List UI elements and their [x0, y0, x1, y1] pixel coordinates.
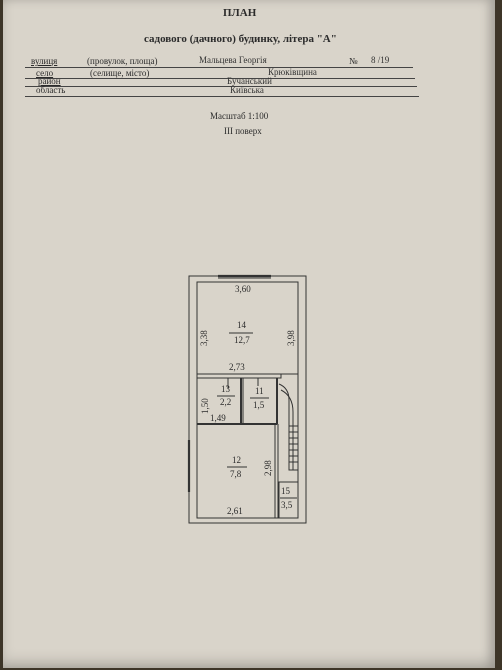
dim-room14-left: 3,38 [199, 330, 209, 346]
village-types: (селище, місто) [90, 68, 150, 78]
district-value: Бучанський [227, 76, 272, 86]
inner-wall-line [196, 281, 299, 519]
room-15-id: 15 [281, 486, 291, 496]
dim-room12-right: 2,98 [263, 460, 273, 476]
room-12-id: 12 [232, 455, 241, 465]
room-15-outline [278, 481, 299, 519]
street-value: Мальцева Георгія [199, 55, 267, 65]
dim-room14-right: 3,98 [286, 330, 296, 346]
dim-mid-width: 2,73 [229, 362, 245, 372]
district-label: район [38, 76, 61, 86]
room-15-area: 3,5 [281, 500, 293, 510]
dim-room13-width: 1,49 [210, 413, 226, 423]
document-subtitle: садового (дачного) будинку, літера "А" [144, 33, 337, 45]
partition-14 [196, 373, 282, 379]
number-value: 8 /19 [371, 55, 390, 65]
number-label: № [349, 56, 358, 66]
room-12-area: 7,8 [230, 469, 242, 479]
region-underline [25, 96, 419, 97]
dim-top-width: 3,60 [235, 284, 251, 294]
district-underline [25, 86, 417, 87]
document-title: ПЛАН [223, 7, 257, 19]
dim-bottom-width: 2,61 [227, 506, 243, 516]
plan-sheet: ПЛАН садового (дачного) будинку, літера … [3, 0, 495, 668]
room-11-area: 1,5 [253, 400, 265, 410]
village-label: село [36, 68, 54, 78]
region-label: область [36, 85, 66, 95]
dim-room13-height: 1,50 [200, 398, 210, 414]
village-value: Крюківщина [268, 67, 317, 77]
room-13-id: 13 [221, 384, 231, 394]
room-14-id: 14 [237, 320, 247, 330]
street-types: (провулок, площа) [87, 56, 158, 66]
floor-plan-drawing: 3,60 3,38 3,98 2,73 1,50 1,49 2,98 2,61 … [187, 274, 307, 524]
scale-label: Масштаб 1:100 [210, 111, 269, 121]
street-underline [25, 67, 413, 68]
room-14-area: 12,7 [234, 335, 250, 345]
room-13-area: 2,2 [220, 397, 231, 407]
room-11-id: 11 [255, 386, 264, 396]
street-label: вулиця [31, 56, 58, 66]
floor-label: ІІІ поверх [224, 126, 262, 136]
region-value: Київська [230, 85, 264, 95]
village-underline [25, 78, 415, 79]
